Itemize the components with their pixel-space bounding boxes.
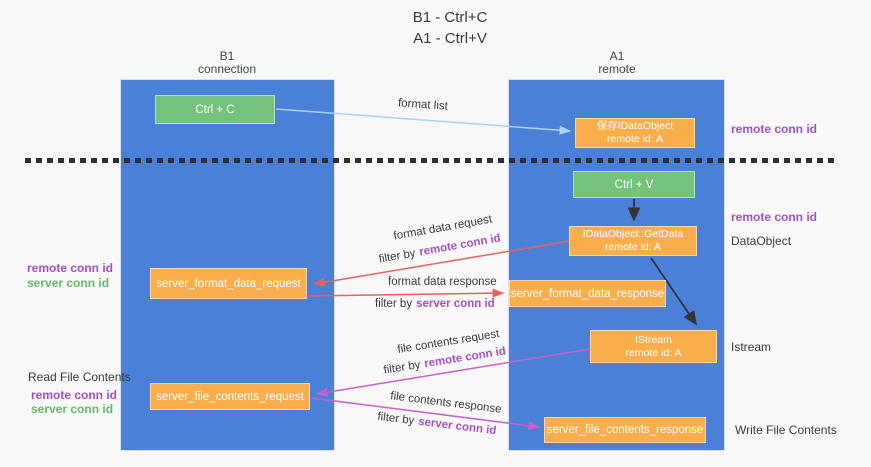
- label-format-data-response: format data response: [388, 276, 497, 288]
- node-server-file-contents-response: server_file_contents_response: [544, 417, 706, 443]
- node-ctrl-v: Ctrl + V: [573, 171, 695, 198]
- node-istream: IStream remote id: A: [590, 330, 717, 363]
- title-line-1: B1 - Ctrl+C: [412, 9, 488, 26]
- machine-boundary-dashed-line: [25, 158, 836, 163]
- filter-by-text: filter by: [375, 298, 413, 310]
- server-format-data-response-label: server_format_data_response: [510, 287, 665, 300]
- server-conn-id-text: server conn id: [417, 415, 497, 438]
- left-column-header: B1 connection: [157, 50, 297, 76]
- read-file-contents-label: Read File Contents: [28, 370, 131, 384]
- node-ctrl-c: Ctrl + C: [155, 95, 275, 124]
- node-server-format-data-response: server_format_data_response: [509, 280, 666, 307]
- left-bottom-server-conn-id: server conn id: [31, 402, 114, 416]
- istream-side-label: Istream: [731, 340, 772, 354]
- left-bottom-remote-conn-id: remote conn id: [31, 388, 118, 402]
- getdata-line1: IDataObject::GetData: [582, 228, 684, 240]
- node-server-file-contents-request: server_file_contents_request: [150, 383, 310, 410]
- right-column-subtitle: remote: [598, 62, 636, 76]
- right-column-name: A1: [609, 49, 625, 63]
- right-top-remote-conn-id: remote conn id: [731, 122, 818, 136]
- node-save-idataobject: 保存IDataObject remote id: A: [575, 118, 695, 148]
- left-column-name: B1: [219, 49, 235, 63]
- ctrl-v-label: Ctrl + V: [614, 178, 654, 191]
- right-mid-remote-conn-id: remote conn id: [731, 210, 818, 224]
- diagram-title: B1 - Ctrl+C A1 - Ctrl+V: [350, 7, 550, 49]
- write-file-contents-label: Write File Contents: [735, 423, 837, 437]
- save-idataobject-line2: remote id: A: [606, 133, 664, 145]
- server-conn-id-text: server conn id: [416, 298, 495, 310]
- node-server-format-data-request: server_format_data_request: [150, 268, 307, 299]
- getdata-line2: remote id: A: [604, 241, 662, 253]
- remote-conn-id-text: remote conn id: [418, 232, 502, 259]
- istream-line2: remote id: A: [625, 346, 682, 359]
- ctrl-c-label: Ctrl + C: [195, 103, 235, 116]
- filter-by-text: filter by: [376, 410, 415, 428]
- filter-by-text: filter by: [382, 358, 422, 377]
- left-column-subtitle: connection: [197, 62, 257, 76]
- label-format-list: format list: [397, 97, 449, 113]
- left-bottom-conn-ids: remote conn id server conn id: [31, 388, 117, 416]
- title-line-2: A1 - Ctrl+V: [413, 30, 487, 47]
- dataobject-label: DataObject: [731, 234, 792, 248]
- left-mid-conn-ids: remote conn id server conn id: [27, 261, 113, 291]
- server-format-data-request-label: server_format_data_request: [156, 277, 301, 290]
- server-file-contents-request-label: server_file_contents_request: [156, 390, 304, 403]
- node-idataobject-getdata: IDataObject::GetData remote id: A: [569, 226, 697, 256]
- save-idataobject-line1: 保存IDataObject: [596, 120, 674, 132]
- server-file-contents-response-label: server_file_contents_response: [546, 424, 704, 436]
- right-column-header: A1 remote: [547, 50, 687, 76]
- filter-by-text: filter by: [377, 247, 417, 266]
- left-mid-remote-conn-id: remote conn id: [27, 261, 114, 275]
- istream-line1: IStream: [635, 333, 672, 346]
- left-mid-server-conn-id: server conn id: [27, 276, 110, 290]
- arrow-format-data-response: [307, 288, 505, 298]
- label-file-contents-response: file contents response: [389, 390, 503, 416]
